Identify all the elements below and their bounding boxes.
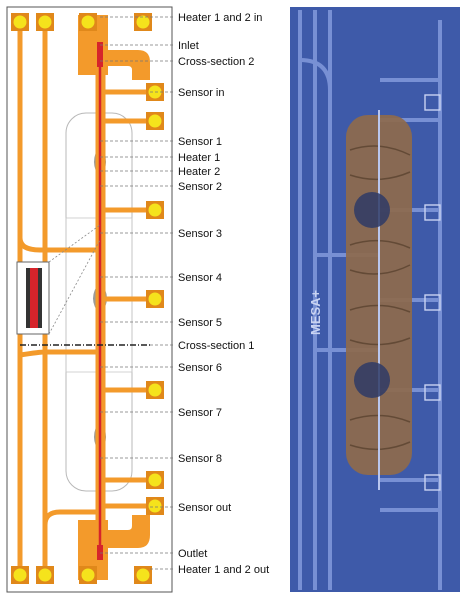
heater-blocks — [78, 15, 150, 580]
contact-pad-dot — [38, 568, 52, 582]
contact-pad-dot — [148, 203, 162, 217]
contact-pad-dot — [81, 15, 95, 29]
contact-pad-dot — [136, 15, 150, 29]
contact-pad-dot — [38, 15, 52, 29]
label-cross-section-1: Cross-section 1 — [178, 340, 254, 352]
contact-pad-dot — [148, 499, 162, 513]
leader-lines — [100, 16, 175, 570]
label-heater-2: Heater 2 — [178, 166, 220, 178]
contact-pad-dot — [13, 568, 27, 582]
micrograph-panel: MESA+ — [290, 7, 460, 592]
label-heater-1-2-in: Heater 1 and 2 in — [178, 12, 262, 24]
contact-pad-dot — [148, 383, 162, 397]
label-sensor-7: Sensor 7 — [178, 407, 222, 419]
label-sensor-in: Sensor in — [178, 87, 224, 99]
label-sensor-2: Sensor 2 — [178, 181, 222, 193]
label-outlet: Outlet — [178, 548, 207, 560]
photo-watermark-text: MESA+ — [308, 289, 323, 335]
contact-pads — [11, 13, 164, 584]
label-sensor-5: Sensor 5 — [178, 317, 222, 329]
label-sensor-4: Sensor 4 — [178, 272, 222, 284]
contact-pad-dot — [148, 114, 162, 128]
label-sensor-3: Sensor 3 — [178, 228, 222, 240]
label-heater-1: Heater 1 — [178, 152, 220, 164]
contact-pad-dot — [148, 292, 162, 306]
label-sensor-8: Sensor 8 — [178, 453, 222, 465]
photo-heater-dot-2 — [354, 362, 390, 398]
label-sensor-1: Sensor 1 — [178, 136, 222, 148]
label-inlet: Inlet — [178, 40, 199, 52]
cross-section-inset — [16, 224, 101, 335]
contact-pad-dot — [136, 568, 150, 582]
label-heater-1-2-out: Heater 1 and 2 out — [178, 564, 269, 576]
contact-pad-dot — [13, 15, 27, 29]
label-cross-section-2: Cross-section 2 — [178, 56, 254, 68]
photo-pads — [424, 94, 441, 491]
schematic-panel — [6, 6, 173, 593]
red-channel — [97, 42, 103, 560]
contact-pad-dot — [81, 568, 95, 582]
label-sensor-out: Sensor out — [178, 502, 231, 514]
photo-heater-dot-1 — [354, 192, 390, 228]
label-sensor-6: Sensor 6 — [178, 362, 222, 374]
contact-pad-dot — [148, 473, 162, 487]
